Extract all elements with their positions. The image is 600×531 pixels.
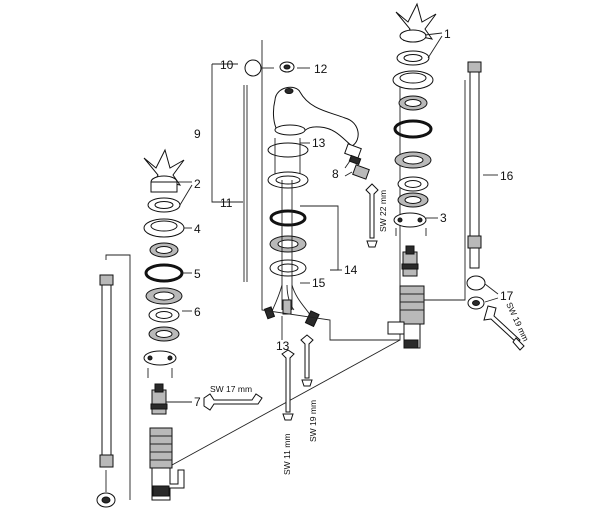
right-valve-stack — [387, 2, 466, 349]
wrench-sw17 — [203, 393, 263, 411]
center-spout-assembly — [243, 40, 401, 341]
callout-7: 7 — [194, 395, 201, 409]
left-valve-stack — [143, 148, 401, 501]
callout-2: 2 — [194, 177, 201, 191]
callout-1: 1 — [444, 27, 451, 41]
callout-11: 11 — [220, 196, 233, 210]
callout-8: 8 — [332, 167, 339, 181]
wrench-sw19-right — [483, 305, 525, 351]
left-cartridge-7 — [151, 389, 167, 415]
callout-3: 3 — [440, 211, 447, 225]
callout-9: 9 — [194, 127, 201, 141]
callout-15: 15 — [312, 276, 326, 290]
aerator-8 — [344, 143, 370, 180]
leader-lines — [166, 32, 499, 403]
left-mount-plate — [143, 350, 177, 366]
left-hose — [96, 254, 131, 508]
knob-10 — [244, 59, 262, 77]
wrench-sw11 — [281, 349, 295, 421]
right-hose — [466, 61, 486, 310]
wrench-label-sw22: SW 22 mm — [378, 190, 388, 232]
callout-12: 12 — [314, 62, 328, 76]
callout-16: 16 — [500, 169, 514, 183]
wrench-label-sw19-bottom: SW 19 mm — [308, 400, 318, 442]
right-threaded-body — [399, 285, 425, 325]
left-hose-bottom-fitting — [99, 454, 114, 468]
callout-5: 5 — [194, 267, 201, 281]
wrench-label-sw19-right: SW 19 mm — [504, 301, 531, 343]
callout-13-lower: 13 — [276, 339, 290, 353]
wrench-sw22 — [365, 183, 379, 248]
callout-labels: 1 2 3 4 5 6 7 8 9 10 11 12 13 13 14 15 1… — [194, 27, 514, 409]
callout-13-upper: 13 — [312, 136, 326, 150]
left-o-ring-5 — [144, 263, 184, 283]
left-hose-nut-bore — [101, 496, 111, 504]
left-hose-top-fitting — [99, 274, 114, 286]
wrench-label-sw17: SW 17 mm — [210, 384, 252, 394]
center-o-ring — [269, 209, 307, 227]
callout-4: 4 — [194, 222, 201, 236]
callout-10: 10 — [220, 58, 234, 72]
callout-17: 17 — [500, 289, 514, 303]
wrench-label-sw11: SW 11 mm — [282, 434, 292, 475]
callout-14: 14 — [344, 263, 358, 277]
left-threaded-body — [149, 427, 173, 469]
left-hose-tube — [101, 279, 112, 463]
wrench-sw19-bottom — [300, 334, 314, 387]
callout-6: 6 — [194, 305, 201, 319]
